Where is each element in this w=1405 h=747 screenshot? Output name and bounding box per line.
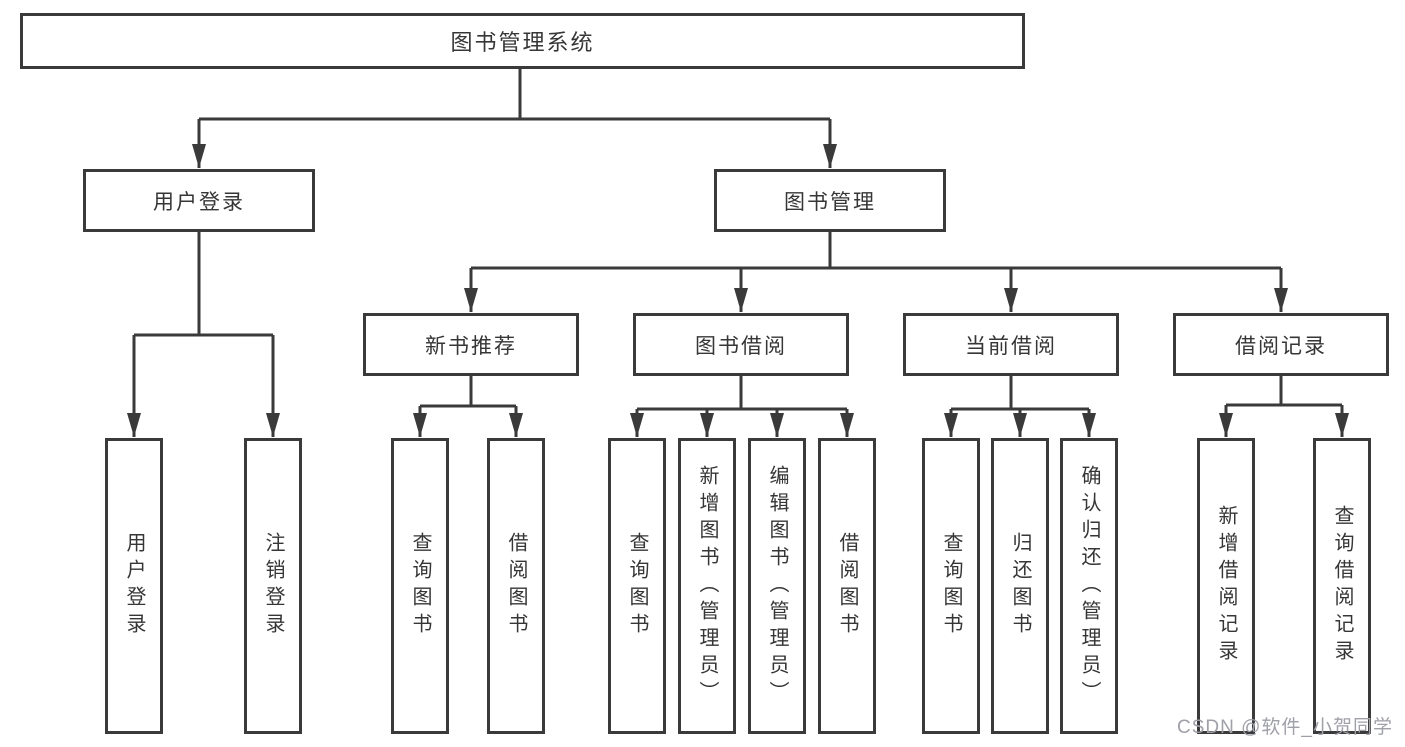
arrowheads [127, 144, 1349, 437]
leaf-borrow-books: 借阅图书 [818, 438, 876, 734]
node-root: 图书管理系统 [20, 13, 1025, 69]
leaf-query-books-borrow: 查询图书 [608, 438, 666, 734]
leaf-user-login: 用户登录 [105, 438, 163, 734]
leaf-query-books-current: 查询图书 [922, 438, 980, 734]
leaf-confirm-return-admin: 确认归还（管理员） [1060, 438, 1118, 734]
node-new-book-recommend: 新书推荐 [363, 313, 579, 376]
node-borrow-records: 借阅记录 [1173, 313, 1389, 376]
node-current-borrow: 当前借阅 [903, 313, 1119, 376]
leaf-borrow-books-recommend: 借阅图书 [487, 438, 545, 734]
leaf-add-borrow-record: 新增借阅记录 [1197, 438, 1255, 734]
csdn-watermark: CSDN @软件_小贺同学 [1177, 717, 1393, 738]
leaf-logout: 注销登录 [244, 438, 302, 734]
leaf-edit-book-admin: 编辑图书（管理员） [748, 438, 806, 734]
leaf-query-books-recommend: 查询图书 [391, 438, 449, 734]
leaf-return-book: 归还图书 [991, 438, 1049, 734]
leaf-query-borrow-record: 查询借阅记录 [1313, 438, 1371, 734]
leaf-add-book-admin: 新增图书（管理员） [678, 438, 736, 734]
node-book-management: 图书管理 [714, 169, 946, 232]
node-user-login: 用户登录 [83, 169, 315, 232]
node-book-borrow: 图书借阅 [633, 313, 849, 376]
